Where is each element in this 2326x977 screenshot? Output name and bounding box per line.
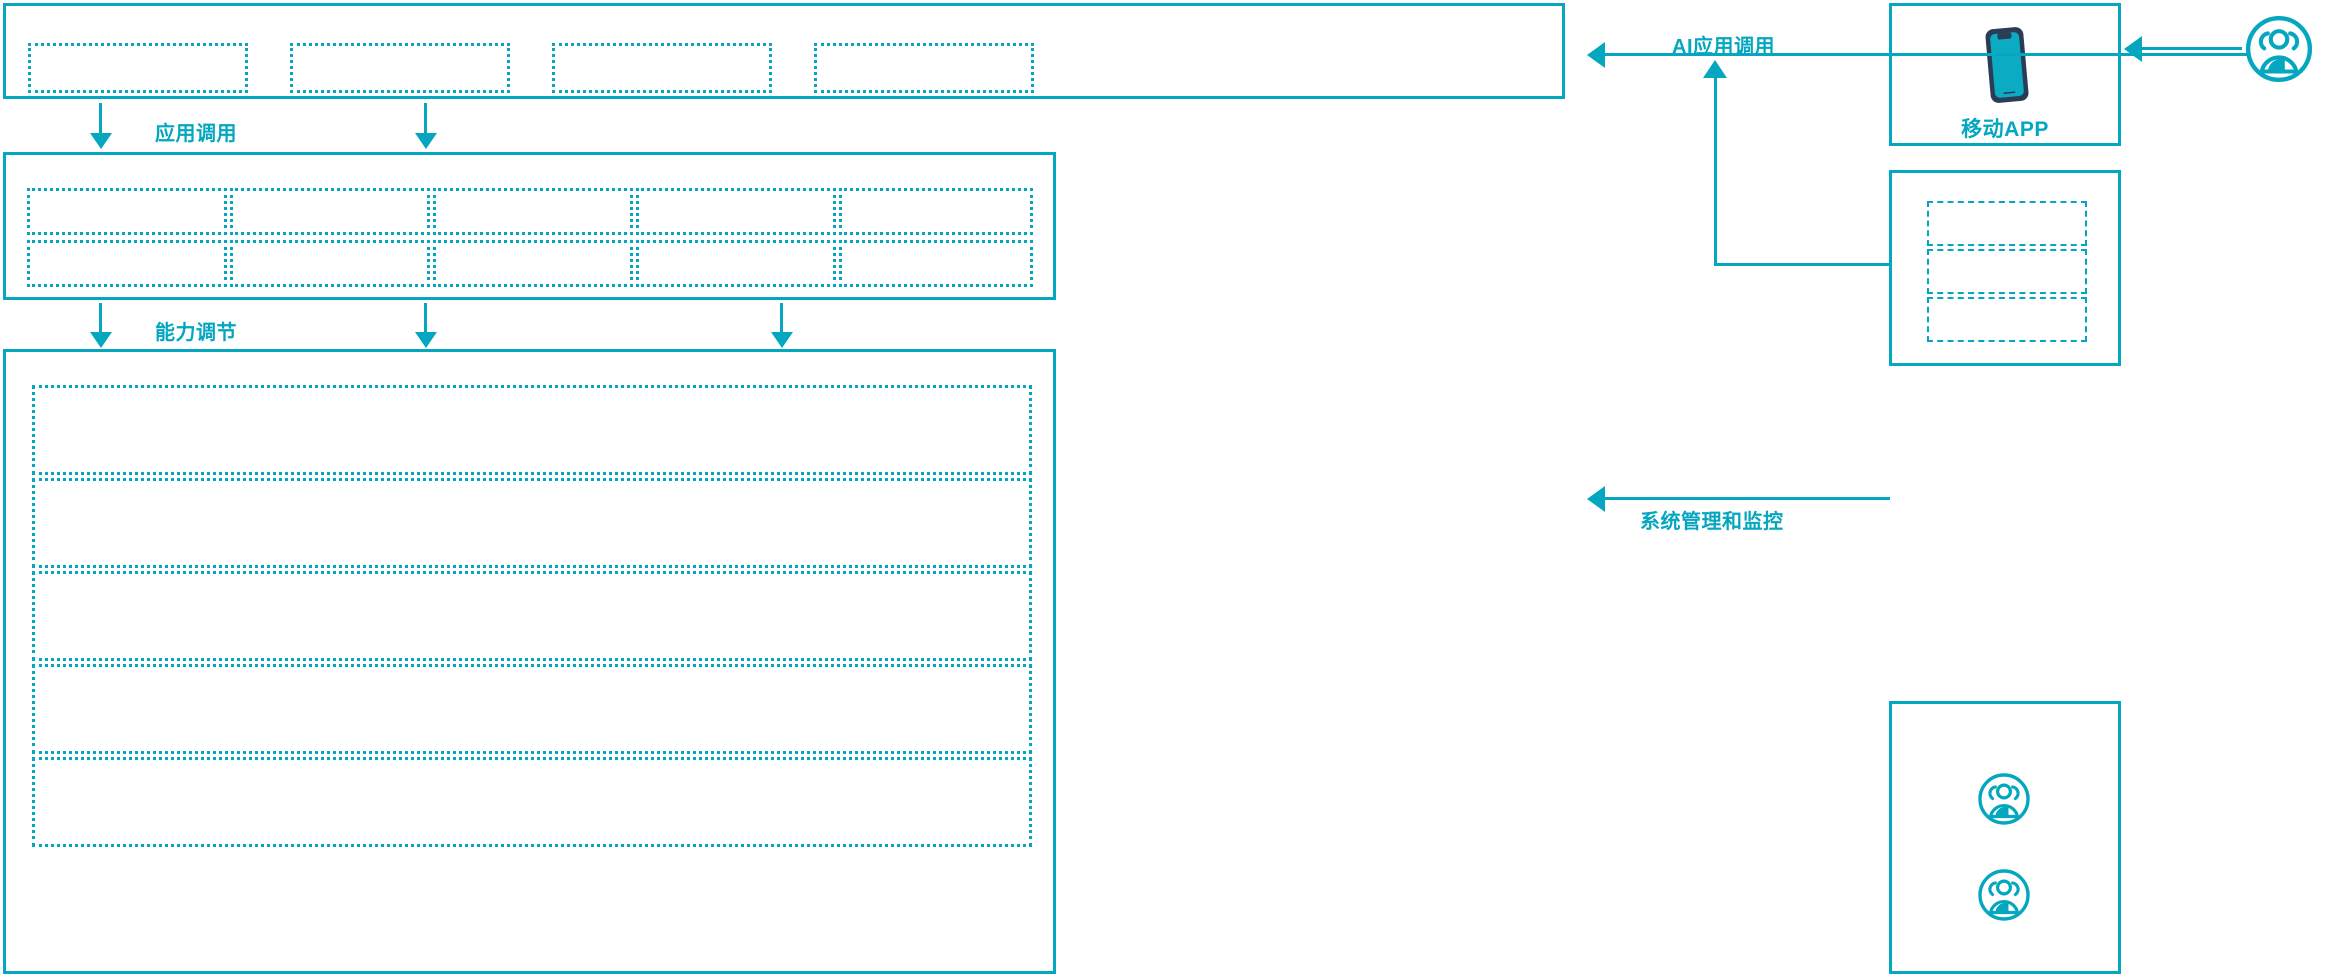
application-block-3[interactable] — [552, 43, 772, 93]
platform-layer — [3, 349, 1056, 974]
capability-block-r1c3[interactable] — [433, 188, 633, 235]
user-group-icon-end-user — [2243, 13, 2315, 85]
user-group-icon-ops-2 — [1976, 867, 2032, 923]
operations-panel[interactable] — [1889, 701, 2121, 974]
application-block-2[interactable] — [290, 43, 510, 93]
flow-label-capability-tune: 能力调节 — [155, 322, 237, 344]
user-group-icon-ops-1 — [1976, 771, 2032, 827]
channel-block-2[interactable] — [1927, 249, 2087, 294]
channel-to-ai-call-arrowhead — [1703, 60, 1727, 78]
capability-connector-2 — [424, 303, 427, 336]
flow-label-sys-admin-mon: 系统管理和监控 — [1640, 511, 1784, 533]
app-call-connector-right — [424, 103, 427, 137]
channel-block-1[interactable] — [1927, 201, 2087, 246]
capability-connector-3 — [780, 303, 783, 336]
capability-block-r2c4[interactable] — [636, 240, 836, 287]
smartphone-icon — [1976, 24, 2038, 106]
flow-label-ai-app-call: AI应用调用 — [1672, 36, 1775, 58]
capability-block-r2c1[interactable] — [27, 240, 227, 287]
capability-block-r1c4[interactable] — [636, 188, 836, 235]
app-call-arrowhead-right — [415, 133, 437, 149]
capability-arrowhead-3 — [771, 332, 793, 348]
application-block-4[interactable] — [814, 43, 1034, 93]
platform-row-1[interactable] — [32, 385, 1032, 475]
application-block-1[interactable] — [28, 43, 248, 93]
end-user-to-mobile-arrowhead — [2124, 36, 2142, 62]
capability-block-r2c3[interactable] — [433, 240, 633, 287]
capability-block-r2c2[interactable] — [230, 240, 430, 287]
app-call-arrowhead-left — [90, 133, 112, 149]
capability-block-r1c2[interactable] — [230, 188, 430, 235]
capability-arrowhead-2 — [415, 332, 437, 348]
application-layer — [3, 3, 1565, 99]
sys-admin-mon-line — [1605, 497, 1890, 500]
flow-label-app-call: 应用调用 — [155, 123, 237, 145]
channel-block-3[interactable] — [1927, 297, 2087, 342]
app-call-connector-left — [99, 103, 102, 137]
mobile-app-caption: 移动APP — [1961, 118, 2049, 141]
channel-panel[interactable] — [1889, 170, 2121, 366]
platform-row-3[interactable] — [32, 571, 1032, 661]
platform-row-5[interactable] — [32, 757, 1032, 847]
capability-block-r2c5[interactable] — [839, 240, 1033, 287]
sys-admin-mon-arrowhead — [1587, 486, 1605, 512]
platform-row-4[interactable] — [32, 664, 1032, 754]
capability-layer — [3, 152, 1056, 300]
end-user-to-mobile-connector — [2142, 47, 2242, 50]
channel-to-ai-call-hline — [1714, 263, 1892, 266]
capability-connector-1 — [99, 303, 102, 336]
capability-block-r1c5[interactable] — [839, 188, 1033, 235]
channel-to-ai-call-vline — [1714, 78, 1717, 266]
platform-row-2[interactable] — [32, 478, 1032, 568]
ai-app-call-arrowhead — [1587, 42, 1605, 68]
mobile-app-panel[interactable]: 移动APP — [1889, 3, 2121, 146]
capability-block-r1c1[interactable] — [27, 188, 227, 235]
capability-arrowhead-1 — [90, 332, 112, 348]
ai-app-call-line — [1605, 53, 2250, 56]
